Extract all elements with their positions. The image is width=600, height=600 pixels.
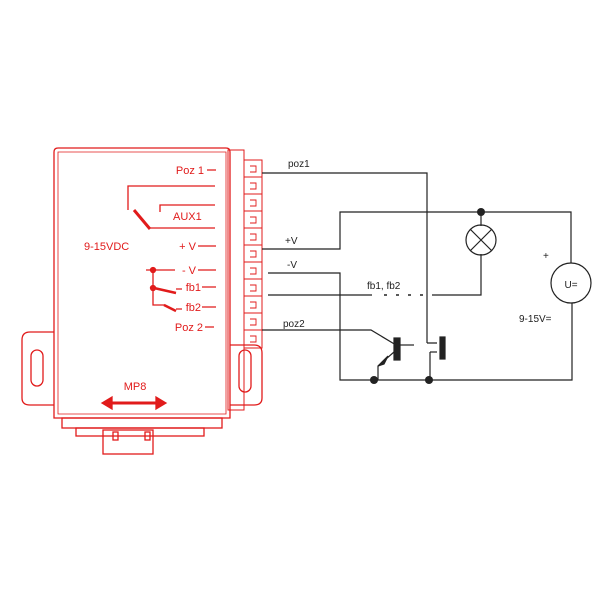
- transistor-icon: [262, 329, 414, 380]
- pushbutton-icon: [427, 336, 446, 380]
- right-mounting-ear: [230, 344, 263, 406]
- wire-plus-v: [262, 211, 572, 263]
- terminal-label-fb1: fb1: [186, 282, 201, 294]
- supply-label: 9-15VDC: [84, 241, 129, 253]
- wire-minus-v: [268, 272, 573, 381]
- source-voltage-label: 9-15V=: [519, 314, 552, 325]
- wire-label-minus-v: -V: [287, 260, 297, 271]
- mp8-device: [21, 147, 263, 455]
- terminal-block: [244, 165, 262, 343]
- terminal-label-fb2: fb2: [186, 302, 201, 314]
- wire-label-poz1: poz1: [288, 159, 310, 170]
- wire-label-fb: fb1, fb2: [367, 281, 401, 292]
- voltage-source-icon: [550, 262, 592, 304]
- wire-label-plus-v: +V: [285, 236, 298, 247]
- terminal-label-minus-v: - V: [182, 265, 197, 277]
- source-polarity: +: [543, 251, 549, 262]
- voltage-source-symbol: U=: [564, 280, 577, 291]
- wire-poz1: [262, 172, 428, 343]
- external-circuit: [262, 172, 592, 381]
- left-mounting-ear: [21, 331, 54, 406]
- wire-label-poz2: poz2: [283, 319, 305, 330]
- terminal-label-poz1: Poz 1: [176, 165, 204, 177]
- terminal-label-aux1: AUX1: [173, 211, 202, 223]
- terminal-label-plus-v: + V: [179, 241, 196, 253]
- terminal-label-poz2: Poz 2: [175, 322, 203, 334]
- lamp-icon: [465, 224, 497, 256]
- device-model: MP8: [124, 381, 147, 393]
- wire-fb: [268, 254, 482, 296]
